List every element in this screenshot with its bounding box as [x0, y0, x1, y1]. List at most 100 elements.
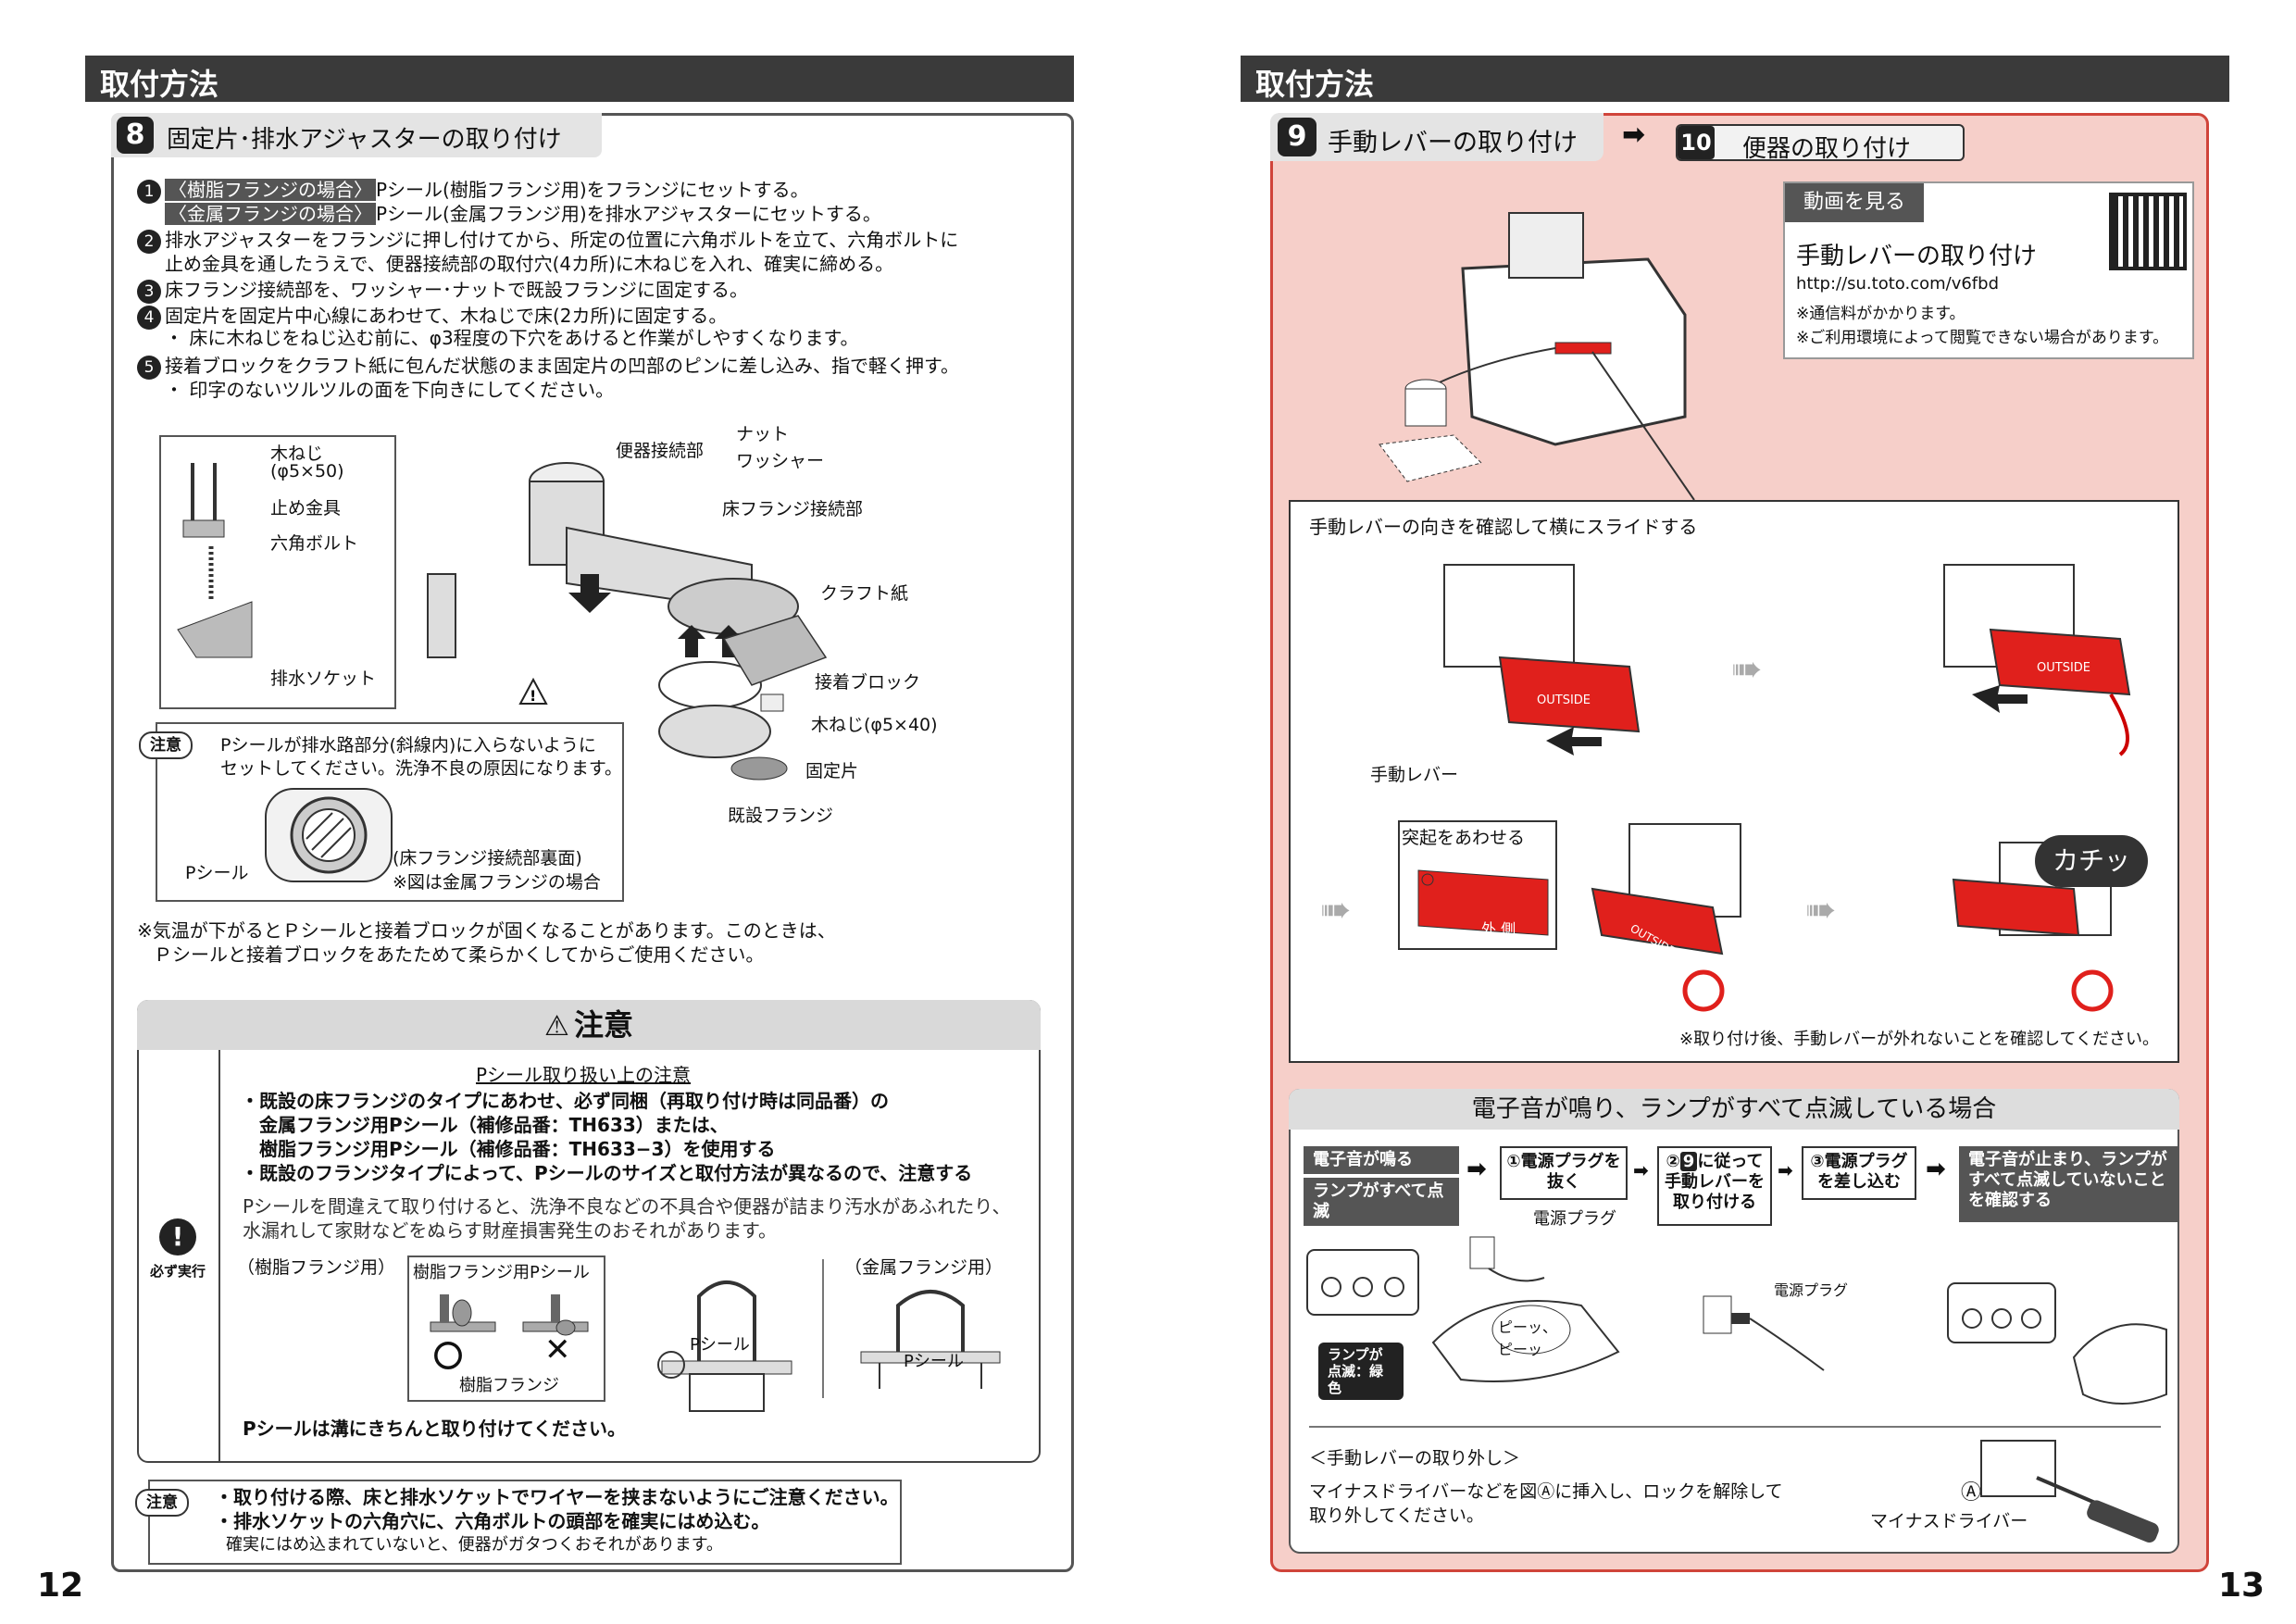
- pseal-note1: (床フランジ接続部裏面): [393, 848, 582, 868]
- resin-pipe-sketch: [657, 1280, 792, 1412]
- plug-illustration-2: [1703, 1295, 1825, 1371]
- instruction-text: Pシール(金属フランジ用)を排水アジャスターにセットする。: [376, 203, 881, 225]
- removal-line2: 取り外してください。: [1309, 1505, 1484, 1526]
- temp-note-line1: ※気温が下がるとＰシールと接着ブロックが固くなることがあります。このときは、: [137, 919, 836, 942]
- label-clamp: 止め金具: [270, 498, 342, 518]
- toilet-lamps-illustration: [1947, 1282, 2167, 1405]
- video-note2: ※ご利用環境によって閲覧できない場合があります。: [1796, 329, 2169, 347]
- pseal-label-b: Pシール: [904, 1352, 964, 1371]
- removal-line1: マイナスドライバーなどを図Ⓐに挿入し、ロックを解除して: [1309, 1481, 1783, 1502]
- flange-divider: [822, 1259, 824, 1398]
- temp-note-line2: Ｐシールと接着ブロックをあたためて柔らかくしてからご使用ください。: [154, 943, 765, 966]
- label-washer: ワッシャー: [736, 451, 825, 471]
- flow-arrow-icon-1: ➡: [1466, 1156, 1487, 1183]
- svg-text:OUTSIDE: OUTSIDE: [2037, 661, 2090, 675]
- lever-label: 手動レバー: [1370, 765, 1459, 785]
- bottom-caution-line3: 確実にはめ込まれていないと、便器がガタつくおそれがあります。: [226, 1535, 723, 1555]
- instruction-line: 止め金具を通したうえで、便器接続部の取付穴(4カ所)に木ねじを入れ、確実に締める…: [137, 252, 893, 276]
- align-label: 突起をあわせる: [1402, 828, 1526, 848]
- click-bubble: カチッ: [2035, 835, 2148, 887]
- label-nut: ナット: [736, 424, 790, 444]
- toilet-tank-illustration: [1379, 212, 1695, 501]
- metal-flange-label: （金属フランジ用）: [844, 1257, 1004, 1278]
- instruction-text: Pシール(樹脂フランジ用)をフランジにセットする。: [376, 179, 809, 201]
- step9-title: 手動レバーの取り付け: [1328, 129, 1578, 157]
- label-adhesive-block: 接着ブロック: [815, 672, 921, 693]
- caution-badge: 注意: [139, 731, 193, 759]
- point-a: Ⓐ: [1961, 1481, 1982, 1505]
- lamp-status: ランプが点滅：緑色: [1318, 1343, 1404, 1400]
- must-do-icon: !: [159, 1218, 196, 1255]
- step9-header: 9 手動レバーの取り付け: [1270, 113, 1603, 161]
- flow-step3: ③電源プラグを差し込む: [1802, 1146, 1916, 1200]
- label-drain-socket: 排水ソケット: [270, 668, 377, 689]
- qr-code[interactable]: [2109, 193, 2187, 270]
- bottom-caution-line2: ・排水ソケットの六角穴に、六角ボルトの頭部を確実にはめ込む。: [215, 1510, 770, 1532]
- instruction-line: ・ 印字のないツルツルの面を下向きにしてください。: [137, 378, 614, 402]
- flow-step2-b: 9: [1679, 1152, 1698, 1171]
- removal-divider: [1309, 1426, 2161, 1428]
- instruction-number: 5: [137, 356, 161, 380]
- plug-label-2: 電源プラグ: [1774, 1281, 1849, 1299]
- instruction-text: ・ 印字のないツルツルの面を下向きにしてください。: [165, 379, 615, 401]
- instruction-tag: 〈樹脂フランジの場合〉: [165, 179, 376, 201]
- beep-state2: ランプがすべて点滅: [1304, 1178, 1459, 1226]
- metal-pipe-sketch: [860, 1290, 1001, 1389]
- resin-flange-sketch: [430, 1294, 589, 1336]
- lever-instruction: 手動レバーの向きを確認して横にスライドする: [1309, 516, 1698, 538]
- svg-text:OUTSIDE: OUTSIDE: [1537, 693, 1591, 707]
- flow-step2-c: に従って手動レバーを取り付ける: [1665, 1152, 1765, 1212]
- warning-desc2: 水漏れして家財などをぬらす財産損害発生のおそれがあります。: [243, 1219, 777, 1242]
- page-number-left: 12: [37, 1567, 84, 1605]
- pseal-label-a: Pシール: [690, 1335, 750, 1355]
- next-arrow-icon: ➡: [1622, 119, 1646, 151]
- warning-bullet3: 樹脂フランジ用Pシール（補修品番：TH633−3）を使用する: [241, 1138, 776, 1160]
- warning-bullet4: ・既設のフランジタイプによって、Pシールのサイズと取付方法が異なるので、注意する: [241, 1162, 973, 1184]
- instruction-line: ・ 床に木ねじをねじ込む前に、φ3程度の下穴をあけると作業がしやすくなります。: [137, 326, 858, 350]
- flow-arrow-icon-2: ➡: [1633, 1159, 1649, 1181]
- label-floor-flange-joint: 床フランジ接続部: [722, 499, 864, 519]
- instruction-text: 固定片を固定片中心線にあわせて、木ねじで床(2カ所)に固定する。: [165, 305, 728, 327]
- lever-step3-illustration: OUTSIDE: [1591, 823, 1741, 1012]
- warning-header: ⚠ 注意: [137, 1000, 1041, 1050]
- label-screw1-size: (φ5×50): [270, 461, 344, 481]
- toilet-plug-illustration-1: [1306, 1236, 1620, 1382]
- label-screw2: 木ねじ(φ5×40): [811, 715, 938, 735]
- bottom-caution-line1: ・取り付ける際、床と排水ソケットでワイヤーを挟まないようにご注意ください。: [215, 1486, 899, 1508]
- resin-flange-label: （樹脂フランジ用）: [237, 1257, 396, 1278]
- instruction-number: 3: [137, 280, 161, 304]
- flow-step1: ①電源プラグを抜く: [1500, 1146, 1628, 1200]
- beep-header: 電子音が鳴り、ランプがすべて点滅している場合: [1289, 1089, 2179, 1130]
- flow-arrow-icon-4: ➡: [1926, 1156, 1946, 1183]
- pseal-caution-line2: セットしてください。洗浄不良の原因になります。: [220, 758, 622, 779]
- driver-illustration: [1980, 1440, 2159, 1543]
- instruction-number: 4: [137, 306, 161, 330]
- flow-arrow-icon-3: ➡: [1778, 1159, 1793, 1181]
- step-arrow-icon-3: ➠: [1805, 889, 1837, 931]
- step-arrow-icon-2: ➠: [1320, 889, 1352, 931]
- bottom-caution-box: [148, 1480, 902, 1565]
- align-detail-illustration: [1417, 869, 1549, 936]
- warning-bullet2: 金属フランジ用Pシール（補修品番：TH633）または、: [241, 1114, 729, 1136]
- step-arrow-icon-1: ➠: [1731, 648, 1763, 691]
- step8-title: 固定片･排水アジャスターの取り付け: [167, 126, 562, 154]
- instruction-text: 止め金具を通したうえで、便器接続部の取付穴(4カ所)に木ねじを入れ、確実に締める…: [165, 253, 894, 275]
- lever-step2-illustration: OUTSIDE: [1943, 564, 2131, 756]
- parts-detail-box: [159, 435, 396, 709]
- step10-header: 10 便器の取り付け: [1676, 124, 1965, 163]
- driver-label: マイナスドライバー: [1870, 1511, 2028, 1531]
- instruction-number: 2: [137, 230, 161, 254]
- removal-title: ＜手動レバーの取り外し＞: [1309, 1448, 1521, 1468]
- beep-sound: ピーッ、ピーッ: [1498, 1318, 1557, 1358]
- label-fixing-piece: 固定片: [805, 761, 859, 781]
- video-url[interactable]: http://su.toto.com/v6fbd: [1796, 274, 1999, 294]
- pseal-caution-line1: Pシールが排水路部分(斜線内)に入らないように: [220, 735, 596, 756]
- plug-label-1: 電源プラグ: [1533, 1209, 1616, 1229]
- instruction-text: 排水アジャスターをフランジに押し付けてから、所定の位置に六角ボルトを立て、六角ボ…: [165, 229, 959, 251]
- step10-title: 便器の取り付け: [1742, 135, 1912, 163]
- bottom-caution-badge: 注意: [135, 1489, 189, 1517]
- warning-subtitle: Pシール取り扱い上の注意: [476, 1064, 692, 1086]
